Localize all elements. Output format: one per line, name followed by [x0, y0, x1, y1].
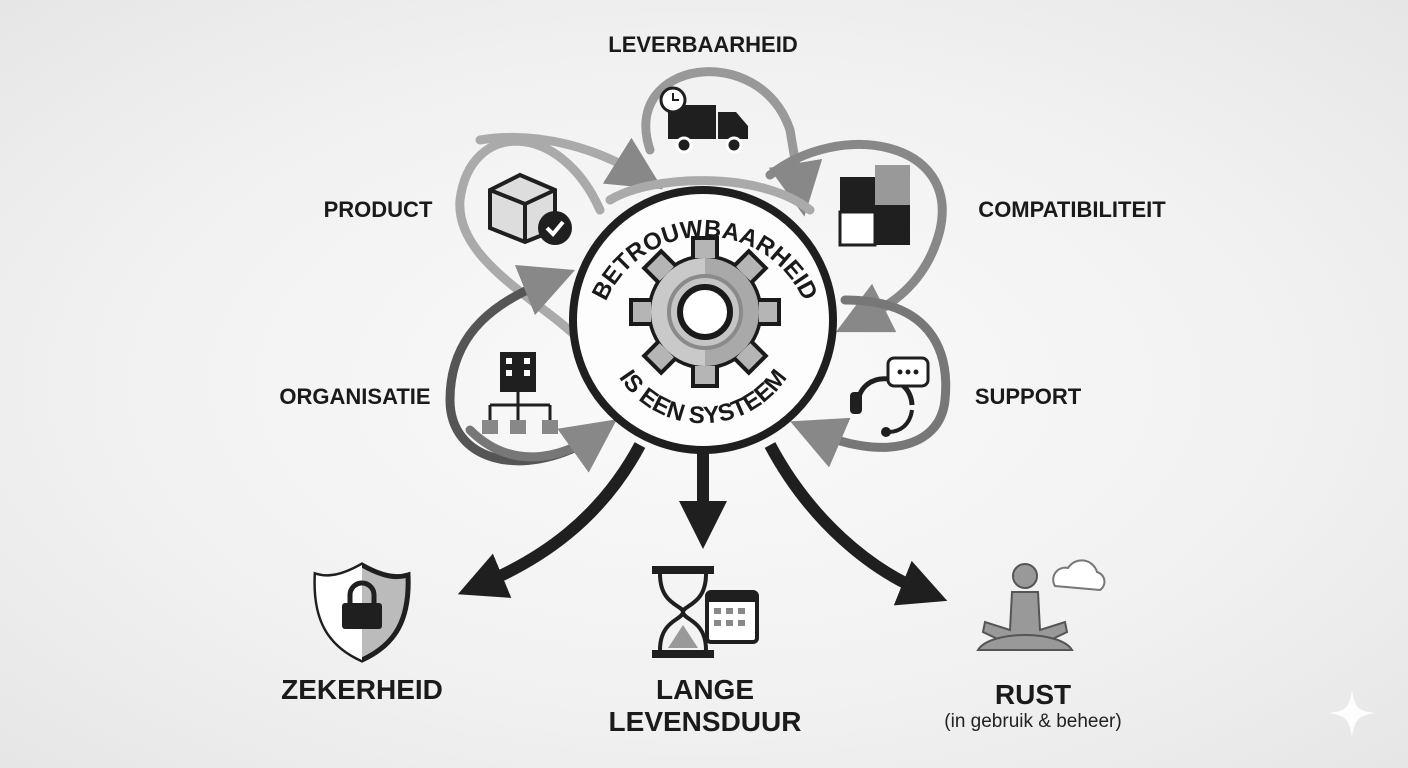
label-rust: RUST [994, 679, 1072, 710]
loop-inner [605, 176, 815, 215]
hourglass-calendar-icon [652, 566, 759, 658]
label-levensduur: LEVENSDUUR [608, 706, 802, 737]
org-chart-icon [482, 352, 558, 434]
label-leverbaarheid: LEVERBAARHEID [608, 32, 798, 57]
output-arrows [457, 442, 948, 606]
label-product: PRODUCT [323, 197, 433, 222]
feedback-loops [445, 67, 951, 473]
gear-icon [629, 236, 781, 388]
box-check-icon [488, 172, 572, 245]
delivery-truck-icon [659, 86, 748, 154]
loop-organisatie-arrow [465, 419, 617, 473]
loop-product-arrow [475, 132, 663, 190]
loop-leverbaarheid [641, 67, 823, 217]
label-organisatie: ORGANISATIE [279, 384, 431, 409]
label-compatibiliteit: COMPATIBILITEIT [978, 197, 1166, 222]
sparkle-icon [1329, 690, 1375, 737]
puzzle-icon [838, 165, 910, 247]
arrow-rust [764, 442, 948, 606]
label-zekerheid: ZEKERHEID [281, 674, 443, 705]
arrow-zekerheid [457, 442, 646, 598]
loop-support [790, 295, 951, 468]
label-support: SUPPORT [974, 384, 1082, 409]
label-rust-sub: (in gebruik & beheer) [944, 711, 1122, 732]
headset-icon [850, 356, 930, 437]
label-lange: LANGE [655, 674, 754, 705]
label-rust-group: RUST (in gebruik & beheer) [944, 679, 1121, 733]
meditation-icon [976, 563, 1074, 651]
label-lange-levensduur: LANGE LEVENSDUUR [609, 674, 802, 738]
cloud-icon [1052, 559, 1106, 592]
shield-lock-icon [313, 562, 411, 663]
